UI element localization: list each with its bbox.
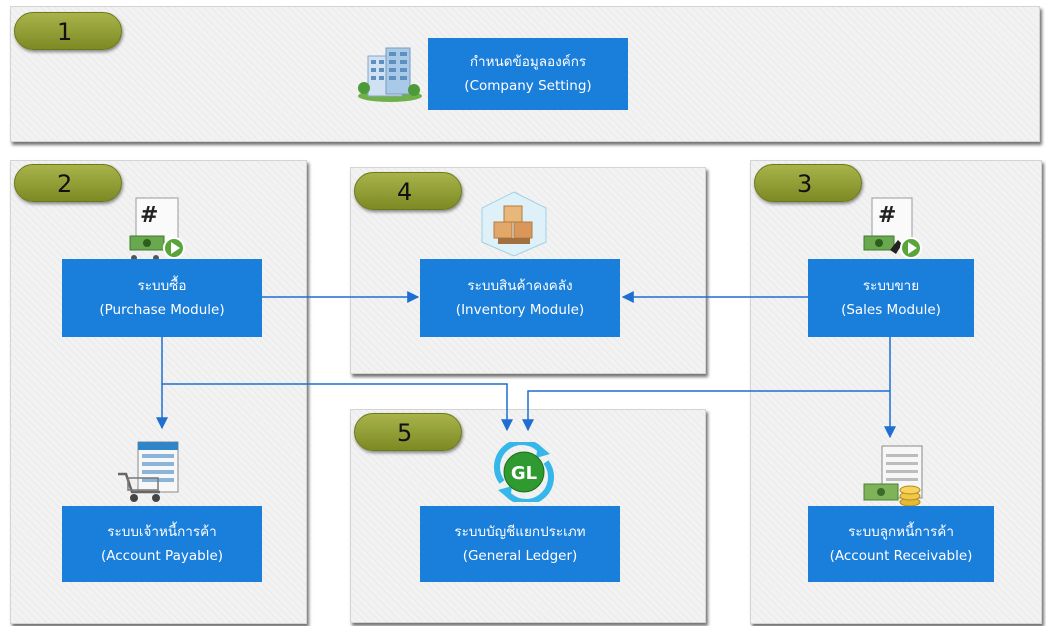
account-payable-box[interactable]: ระบบเจ้าหนี้การค้า (Account Payable)	[62, 506, 262, 582]
section-5-number: 5	[397, 419, 413, 447]
account-payable-english-label: (Account Payable)	[100, 548, 224, 564]
inventory-module-english-label: (Inventory Module)	[455, 302, 585, 318]
purchase-document-icon: #	[126, 196, 192, 266]
company-setting-english-label: (Company Setting)	[464, 78, 592, 94]
purchase-module-english-label: (Purchase Module)	[99, 302, 225, 318]
general-ledger-box[interactable]: ระบบบัญชีแยกประเภท (General Ledger)	[420, 506, 620, 582]
sales-hash-glyph: #	[878, 203, 896, 228]
sales-module-box[interactable]: ระบบขาย (Sales Module)	[808, 259, 974, 337]
sales-document-icon: #	[858, 196, 924, 266]
purchase-module-thai-label: ระบบซื้อ	[137, 278, 187, 294]
general-ledger-thai-label: ระบบบัญชีแยกประเภท	[454, 524, 586, 540]
gl-icon: GL	[492, 439, 556, 506]
money-invoice-icon	[860, 444, 932, 514]
section-5-badge: 5	[354, 413, 462, 451]
sales-module-thai-label: ระบบขาย	[862, 278, 920, 294]
account-receivable-thai-label: ระบบลูกหนี้การค้า	[848, 524, 954, 540]
purchase-module-box[interactable]: ระบบซื้อ (Purchase Module)	[62, 259, 262, 337]
sales-module-english-label: (Sales Module)	[841, 302, 941, 318]
company-setting-thai-label: กำหนดข้อมูลองค์กร	[469, 54, 587, 70]
company-setting-box[interactable]: กำหนดข้อมูลองค์กร (Company Setting)	[428, 38, 628, 110]
gl-text: GL	[511, 463, 537, 484]
section-3-badge: 3	[754, 164, 862, 202]
purchase-to-ledger-arrow	[162, 383, 513, 432]
sales-to-ledger-arrow	[522, 390, 890, 432]
boxes-icon	[478, 190, 550, 262]
section-2-badge: 2	[14, 164, 122, 202]
section-4-badge: 4	[354, 172, 462, 210]
section-1-badge: 1	[14, 12, 122, 50]
account-payable-thai-label: ระบบเจ้าหนี้การค้า	[107, 524, 217, 540]
section-3-number: 3	[797, 170, 813, 198]
building-icon	[356, 42, 424, 106]
general-ledger-english-label: (General Ledger)	[462, 548, 578, 564]
cart-invoice-icon	[116, 440, 188, 508]
purchase-hash-glyph: #	[140, 203, 158, 228]
section-1-number: 1	[57, 18, 73, 46]
inventory-module-box[interactable]: ระบบสินค้าคงคลัง (Inventory Module)	[420, 259, 620, 337]
inventory-module-thai-label: ระบบสินค้าคงคลัง	[467, 278, 573, 294]
account-receivable-english-label: (Account Receivable)	[829, 548, 973, 564]
section-4-number: 4	[397, 178, 413, 206]
account-receivable-box[interactable]: ระบบลูกหนี้การค้า (Account Receivable)	[808, 506, 994, 582]
section-2-number: 2	[57, 170, 73, 198]
